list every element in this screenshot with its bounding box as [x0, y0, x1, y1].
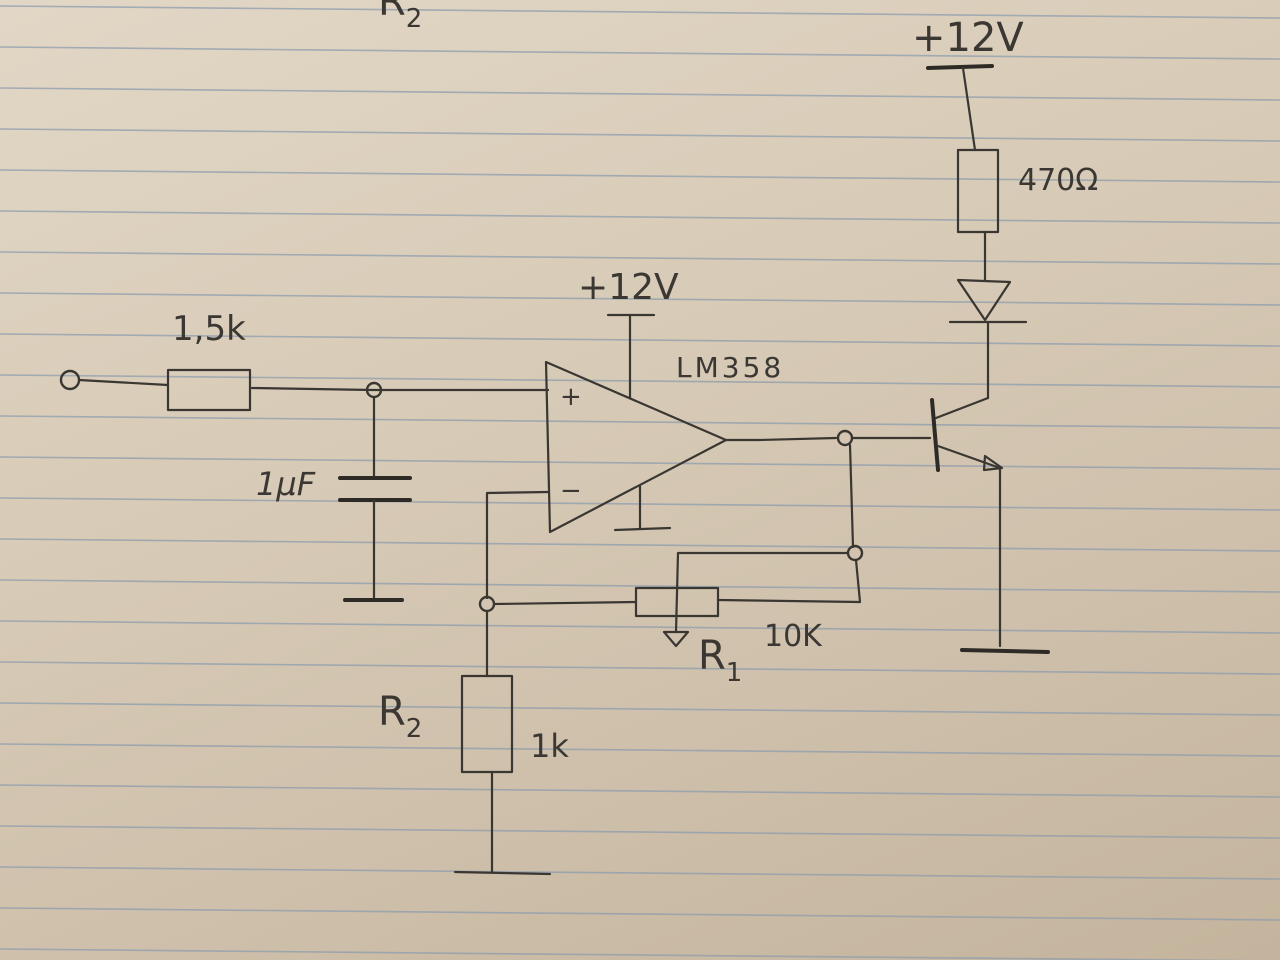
pot-name-label: R1: [698, 636, 742, 686]
ruled-line: [0, 5, 1280, 19]
ruled-line: [0, 251, 1280, 265]
opamp-symbol: [544, 360, 728, 534]
ruled-line: [0, 948, 1259, 960]
ruled-line: [0, 456, 1280, 470]
potentiometer-symbol: [634, 586, 720, 618]
emitter-ground-symbol: [960, 648, 1050, 654]
led-resistor-symbol: [956, 148, 1000, 234]
pot-name-letter: R: [698, 633, 726, 679]
ruled-line: [0, 333, 1280, 347]
ruled-line: [0, 292, 1280, 306]
ruled-line: [0, 210, 1280, 224]
cutoff-letter: R: [378, 0, 406, 25]
opamp-plus-label: +: [560, 382, 582, 412]
junction-feedback: [846, 544, 864, 562]
ground-resistor-letter: R: [378, 689, 406, 735]
transistor-collector: [934, 396, 990, 420]
pot-wiper-arrow: [662, 630, 690, 648]
pot-value-label: 10K: [764, 619, 822, 654]
ruled-line: [0, 579, 1280, 593]
supply-top-bar: [926, 64, 994, 70]
ground-resistor-ground: [453, 870, 552, 876]
ground-resistor-symbol: [460, 674, 514, 774]
supply-opamp-label: +12V: [578, 267, 679, 308]
ruled-line: [0, 87, 1280, 101]
opamp-model-label: LM358: [676, 351, 785, 384]
ruled-line: [0, 702, 1280, 716]
output-down-wire: [848, 443, 855, 549]
ruled-line: [0, 169, 1280, 183]
transistor-base-bar: [930, 398, 940, 472]
input-terminal: [59, 369, 81, 391]
output-wire: [724, 436, 838, 442]
ground-resistor-subscript: 2: [405, 714, 423, 744]
supply-top-wire: [961, 66, 977, 152]
ruled-line: [0, 866, 1280, 880]
pot-right-wire: [716, 558, 862, 604]
opamp-ground-symbol: [613, 526, 672, 532]
ruled-line: [0, 374, 1280, 388]
wire-to-plus-input: [250, 386, 550, 392]
pot-left-wire: [492, 600, 638, 606]
input-resistor-symbol: [166, 368, 252, 412]
input-resistor-label: 1,5k: [172, 309, 246, 349]
wiper-wire: [674, 551, 850, 634]
ruled-line: [0, 620, 1280, 634]
junction-output: [836, 429, 854, 447]
supply-top-label: +12V: [912, 15, 1024, 61]
ruled-line: [0, 415, 1280, 429]
ruled-line: [0, 907, 1280, 921]
ruled-line: [0, 784, 1280, 798]
ruled-line: [0, 128, 1280, 142]
led-triangle: [956, 278, 1012, 322]
capacitor-label: 1μF: [256, 465, 316, 503]
pot-name-subscript: 1: [725, 658, 743, 688]
transistor-emitter: [936, 444, 1002, 470]
ground-resistor-name-label: R2: [378, 692, 422, 742]
ruled-line: [0, 661, 1280, 675]
ruled-line: [0, 743, 1280, 757]
cutoff-subscript: 2: [405, 4, 423, 34]
ruled-line: [0, 825, 1280, 839]
cutoff-label: R2: [378, 0, 422, 32]
ground-resistor-value-label: 1k: [530, 727, 569, 765]
ruled-line: [0, 46, 1280, 60]
opamp-minus-label: −: [560, 476, 582, 506]
ruled-line: [0, 538, 1280, 552]
input-wire: [77, 378, 170, 387]
led-resistor-label: 470Ω: [1018, 163, 1099, 198]
emitter-arrow: [982, 454, 1004, 472]
minus-input-wire: [485, 490, 550, 600]
